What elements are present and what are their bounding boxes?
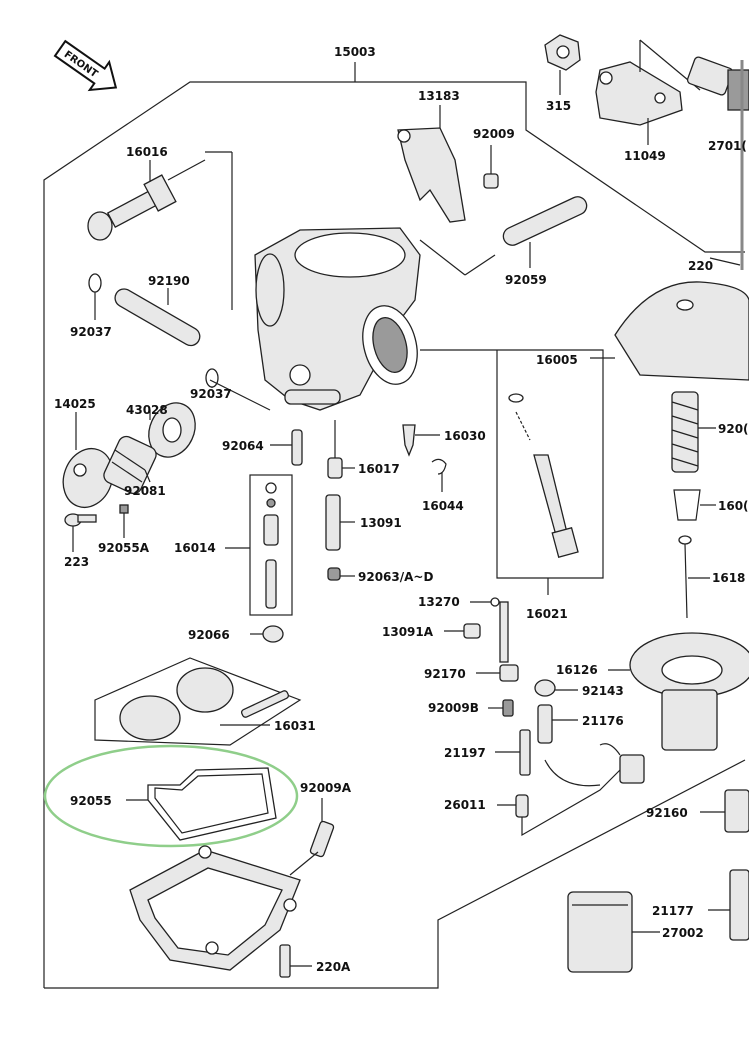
part-92037-clip-b bbox=[205, 368, 219, 388]
label-16016: 16016 bbox=[126, 145, 168, 159]
label-92190: 92190 bbox=[148, 274, 190, 288]
part-92143-collar bbox=[534, 679, 578, 697]
front-arrow-icon: FRONT bbox=[53, 39, 118, 92]
highlight-circle bbox=[43, 744, 299, 848]
label-14025: 14025 bbox=[54, 397, 96, 411]
part-16126-diaphragm bbox=[608, 632, 749, 751]
part-13270-lever bbox=[470, 597, 509, 663]
part-27010-switch bbox=[686, 56, 749, 111]
label-16031: 16031 bbox=[274, 719, 316, 733]
label-16005: 16005 bbox=[536, 353, 578, 367]
label-92037b: 92037 bbox=[190, 387, 232, 401]
part-92063-jet bbox=[327, 567, 355, 581]
part-1618x-needle bbox=[678, 535, 710, 619]
label-92064: 92064 bbox=[222, 439, 264, 453]
part-26011-cable bbox=[497, 743, 645, 837]
label-13091A: 13091A bbox=[382, 625, 434, 639]
part-21177-unit bbox=[708, 869, 749, 941]
label-92063: 92063/A~D bbox=[358, 570, 433, 584]
part-92009A-screw bbox=[289, 798, 335, 876]
label-16030: 16030 bbox=[444, 429, 486, 443]
label-21176: 21176 bbox=[582, 714, 624, 728]
part-92009-screw bbox=[483, 145, 499, 189]
part-16005-cover bbox=[590, 257, 749, 381]
part-14025-cover bbox=[62, 412, 114, 509]
part-9200x-spring bbox=[671, 391, 716, 473]
label-16044: 16044 bbox=[422, 499, 464, 513]
part-13091-needle-jet bbox=[325, 494, 355, 551]
part-43028-diaphragm bbox=[148, 402, 196, 458]
part-315-nut bbox=[544, 34, 581, 95]
label-92081: 92081 bbox=[124, 484, 166, 498]
part-92170-clamp bbox=[476, 664, 519, 682]
label-15003: 15003 bbox=[334, 45, 376, 59]
label-13091: 13091 bbox=[360, 516, 402, 530]
label-13270: 13270 bbox=[418, 595, 460, 609]
label-16014: 16014 bbox=[174, 541, 216, 555]
label-16126: 16126 bbox=[556, 663, 598, 677]
label-26011: 26011 bbox=[444, 798, 486, 812]
part-92190-tube bbox=[114, 288, 201, 347]
part-16017-jet bbox=[327, 420, 355, 479]
label-21197: 21197 bbox=[444, 746, 486, 760]
part-27002-relay bbox=[567, 891, 660, 973]
label-92009B: 92009B bbox=[428, 701, 479, 715]
part-220A-screw bbox=[279, 944, 312, 978]
label-315: 315 bbox=[546, 99, 571, 113]
part-92009B-screw bbox=[488, 699, 514, 717]
part-11049-bracket bbox=[595, 39, 701, 145]
label-220: 220 bbox=[688, 259, 713, 273]
label-1600x: 160( bbox=[718, 499, 749, 513]
label-92037a: 92037 bbox=[70, 325, 112, 339]
leader-92037b bbox=[209, 379, 271, 411]
part-16044-clip bbox=[431, 458, 447, 492]
part-92059-tube bbox=[502, 196, 588, 268]
label-13183: 13183 bbox=[418, 89, 460, 103]
label-92170: 92170 bbox=[424, 667, 466, 681]
part-16014-pilot-screw-set bbox=[225, 474, 293, 616]
assembly-outline-bottom bbox=[44, 759, 746, 989]
label-1618x: 1618 bbox=[712, 571, 745, 585]
label-92160: 92160 bbox=[646, 806, 688, 820]
part-21197-sensor bbox=[495, 729, 531, 776]
label-92009A: 92009A bbox=[300, 781, 352, 795]
part-92081-spring bbox=[103, 435, 157, 495]
part-16021-jet-needle-set bbox=[420, 349, 604, 595]
part-16016-idle-screw bbox=[87, 159, 206, 241]
label-220A: 220A bbox=[316, 960, 351, 974]
label-223: 223 bbox=[64, 555, 89, 569]
label-27002: 27002 bbox=[662, 926, 704, 940]
part-92160-damper bbox=[700, 789, 749, 833]
label-16017: 16017 bbox=[358, 462, 400, 476]
part-92037-clip-a bbox=[88, 273, 102, 320]
part-92066-plug bbox=[250, 625, 284, 643]
part-92064-screw bbox=[270, 429, 303, 466]
assembly-outline bbox=[43, 81, 745, 988]
part-13183-bracket bbox=[397, 105, 466, 223]
part-92055-gasket bbox=[126, 767, 277, 841]
part-1600x-holder bbox=[673, 489, 716, 521]
label-21177: 21177 bbox=[652, 904, 694, 918]
label-16021: 16021 bbox=[526, 607, 568, 621]
label-9200x: 920( bbox=[718, 422, 749, 436]
part-92055A-oring bbox=[119, 504, 129, 538]
label-11049: 11049 bbox=[624, 149, 666, 163]
part-13091A-nut bbox=[444, 623, 481, 639]
part-223-screw bbox=[64, 513, 97, 552]
label-92143: 92143 bbox=[582, 684, 624, 698]
label-43028: 43028 bbox=[126, 403, 168, 417]
label-92055A: 92055A bbox=[98, 541, 150, 555]
part-16031-float bbox=[94, 657, 302, 746]
label-27010: 2701( bbox=[708, 139, 747, 153]
part-21176-sensor bbox=[537, 704, 578, 744]
part-carburetor-body bbox=[205, 151, 496, 411]
part-16030-float-valve bbox=[402, 424, 440, 457]
label-92066: 92066 bbox=[188, 628, 230, 642]
part-float-bowl bbox=[129, 845, 301, 971]
label-92059: 92059 bbox=[505, 273, 547, 287]
label-92009: 92009 bbox=[473, 127, 515, 141]
label-92055: 92055 bbox=[70, 794, 112, 808]
